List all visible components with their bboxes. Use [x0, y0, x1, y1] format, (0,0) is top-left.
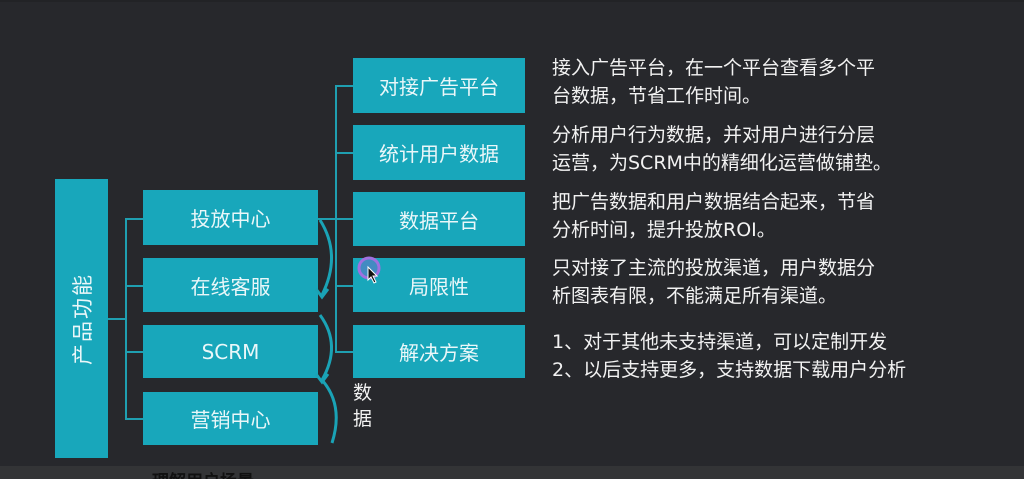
- connector: [125, 218, 143, 220]
- root-box: 产品功能: [55, 179, 108, 458]
- desc-line: 台数据，节省工作时间。: [552, 85, 762, 107]
- curved-arrow-icon: [318, 219, 333, 296]
- desc-line: 分析时间，提升投放ROI。: [552, 219, 776, 241]
- detail-label: 局限性: [409, 274, 469, 299]
- root-label: 产品功能: [70, 272, 95, 365]
- detail-description: 只对接了主流的投放渠道，用户数据分析图表有限，不能满足所有渠道。: [552, 254, 875, 310]
- connector: [125, 418, 143, 420]
- detail-label: 数据平台: [399, 208, 479, 233]
- connector: [335, 218, 353, 220]
- detail-box: 统计用户数据: [353, 125, 525, 180]
- connector: [335, 351, 353, 353]
- module-box: SCRM: [143, 325, 318, 378]
- annotation-label: 数 据: [353, 380, 372, 432]
- module-box: 投放中心: [143, 190, 318, 245]
- detail-description: 接入广告平台，在一个平台查看多个平台数据，节省工作时间。: [552, 54, 875, 110]
- connector: [318, 218, 336, 220]
- next-slide-title: 理解用户场景: [152, 467, 254, 479]
- desc-line: 分析用户行为数据，并对用户进行分层: [552, 124, 876, 146]
- desc-line: 把广告数据和用户数据结合起来，节省: [552, 191, 876, 213]
- module-label: SCRM: [201, 339, 260, 364]
- detail-box: 对接广告平台: [353, 58, 525, 113]
- detail-label: 统计用户数据: [379, 142, 499, 166]
- cropped-header: [0, 0, 1024, 2]
- flow-arrows: [314, 219, 338, 444]
- arrow-head-icon: [314, 288, 330, 300]
- detail-box: 解决方案: [353, 325, 525, 378]
- detail-box: 数据平台: [353, 192, 525, 246]
- detail-box: 局限性: [353, 258, 525, 312]
- module-box: 营销中心: [143, 392, 318, 445]
- module-label: 投放中心: [190, 207, 271, 231]
- detail-description: 1、对于其他未支持渠道，可以定制开发 2、以后支持更多，支持数据下载用户分析: [552, 328, 906, 384]
- desc-line: 析图表有限，不能满足所有渠道。: [552, 285, 838, 307]
- curved-arrow-icon: [320, 379, 338, 444]
- connector: [335, 85, 353, 87]
- curved-arrow-icon: [318, 314, 333, 381]
- connector: [335, 285, 353, 287]
- annotation-char: 据: [353, 408, 373, 430]
- module-label: 在线客服: [190, 274, 271, 299]
- detail-description: 分析用户行为数据，并对用户进行分层运营，为SCRM中的精细化运营做铺垫。: [552, 121, 892, 177]
- module-label: 营销中心: [190, 408, 271, 432]
- desc-line: 运营，为SCRM中的精细化运营做铺垫。: [552, 152, 892, 174]
- next-slide-preview: 理解用户场景: [0, 466, 1024, 479]
- connector: [125, 285, 143, 287]
- detail-label: 解决方案: [399, 341, 479, 365]
- desc-line: 2、以后支持更多，支持数据下载用户分析: [552, 359, 907, 381]
- detail-label: 对接广告平台: [379, 75, 499, 99]
- annotation-char: 数: [353, 382, 373, 404]
- module-box: 在线客服: [143, 258, 318, 312]
- desc-line: 1、对于其他未支持渠道，可以定制开发: [552, 331, 888, 353]
- connector: [335, 152, 353, 154]
- mouse-cursor-icon: [357, 256, 381, 284]
- desc-line: 接入广告平台，在一个平台查看多个平: [552, 57, 876, 79]
- connector: [108, 318, 126, 320]
- desc-line: 只对接了主流的投放渠道，用户数据分: [552, 257, 876, 279]
- connector: [125, 351, 143, 353]
- detail-description: 把广告数据和用户数据结合起来，节省分析时间，提升投放ROI。: [552, 188, 875, 244]
- connector: [125, 218, 127, 419]
